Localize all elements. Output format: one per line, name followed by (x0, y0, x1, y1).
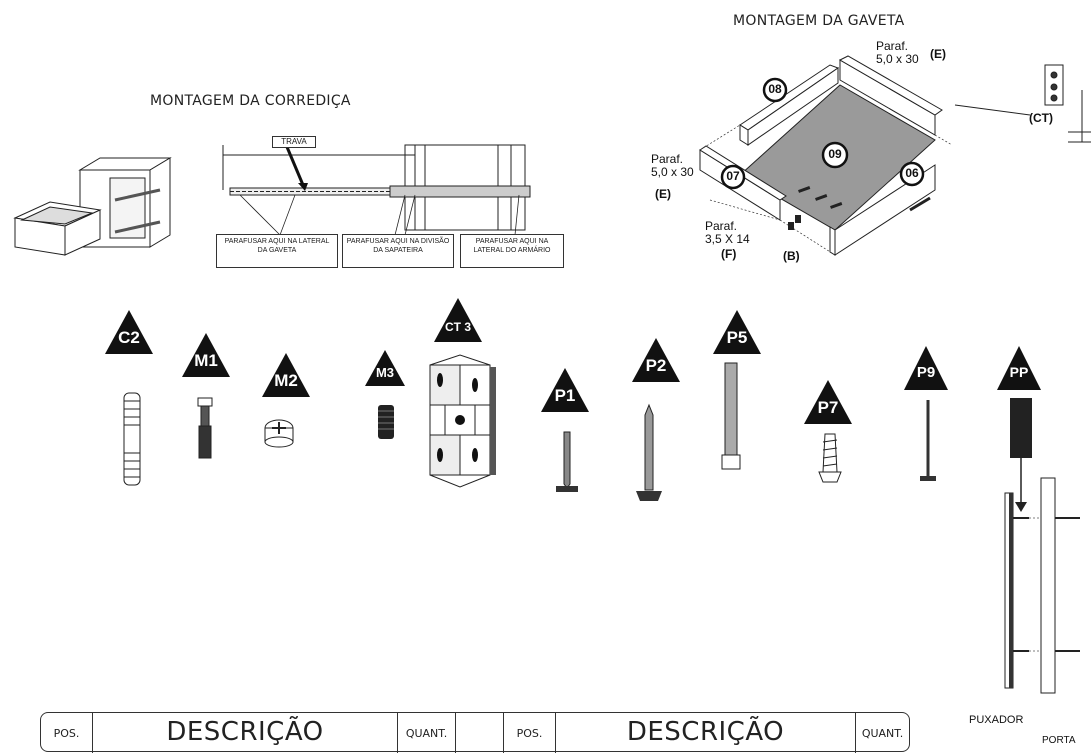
badge-ct3: CT 3 (434, 298, 482, 342)
quantity-header-1: QUANT. (398, 713, 456, 753)
insert-nut-icon (378, 405, 394, 439)
callout-drawer-side: PARAFUSAR AQUI NA LATERAL DA GAVETA (216, 234, 338, 268)
part-07-badge: 07 (726, 169, 740, 183)
badge-p7: P7 (804, 380, 852, 424)
long-screw-icon (636, 403, 662, 501)
dowel-icon (123, 392, 141, 486)
puxador-label: PUXADOR (969, 714, 1024, 726)
screw-f-code: (F) (721, 247, 737, 261)
badge-m1: M1 (182, 333, 230, 377)
short-screw-icon (556, 431, 578, 492)
badge-p9: P9 (904, 346, 948, 390)
badge-p1: P1 (541, 368, 589, 412)
badge-p5: P5 (713, 310, 761, 354)
part-09-badge: 09 (828, 147, 842, 161)
corner-bracket-icon (429, 354, 496, 488)
handle-post-icon (1004, 398, 1080, 694)
callout-cabinet-side: PARAFUSAR AQUI NA LATERAL DO ARMÁRIO (460, 234, 564, 268)
quantity-header-2: QUANT. (861, 727, 904, 740)
part-06-badge: 06 (905, 166, 919, 180)
slide-rail-illustration (222, 144, 531, 236)
porta-label: PORTA (1042, 735, 1076, 746)
minifix-pin-icon (197, 397, 213, 459)
screw-e-top-code: (E) (930, 47, 946, 61)
screw-f-label: Paraf. 3,5 X 14 (705, 219, 750, 246)
pos-header-2: POS. (504, 713, 556, 753)
screw-e-left-label: Paraf. 5,0 x 30 (651, 152, 694, 179)
corner-bracket-detail (954, 64, 1091, 143)
slide-assembly-title: MONTAGEM DA CORREDIÇA (150, 93, 351, 109)
callout-shoe-rack-division: PARAFUSAR AQUI NA DIVISÃO DA SAPATEIRA (342, 234, 454, 268)
cam-lock-icon (264, 419, 294, 448)
code-ct-label: (CT) (1029, 111, 1053, 125)
badge-p2: P2 (632, 338, 680, 382)
machine-screw-icon (721, 362, 741, 470)
badge-m2: M2 (262, 353, 310, 397)
drawer-assembly-title: MONTAGEM DA GAVETA (733, 13, 905, 29)
parts-table-header: POS. DESCRIÇÃO QUANT. POS. DESCRIÇÃO QUA… (40, 712, 910, 753)
table-spacer (456, 713, 504, 753)
trava-label: TRAVA (272, 136, 316, 148)
drawer-exploded-view (699, 55, 953, 256)
thick-screw-icon (818, 433, 842, 483)
screw-e-top-label: Paraf. 5,0 x 30 (876, 39, 919, 66)
description-header-2: DESCRIÇÃO (556, 713, 856, 753)
part-08-badge: 08 (768, 82, 782, 96)
screw-e-left-code: (E) (655, 187, 671, 201)
badge-c2: C2 (105, 310, 153, 354)
description-header-1: DESCRIÇÃO (93, 713, 398, 753)
nail-icon (920, 400, 936, 481)
code-b-label: (B) (783, 249, 800, 263)
drawer-cabinet-illustration (13, 157, 172, 256)
badge-pp: PP (997, 346, 1041, 390)
badge-m3: M3 (365, 350, 405, 386)
pos-header-1: POS. (41, 713, 93, 753)
